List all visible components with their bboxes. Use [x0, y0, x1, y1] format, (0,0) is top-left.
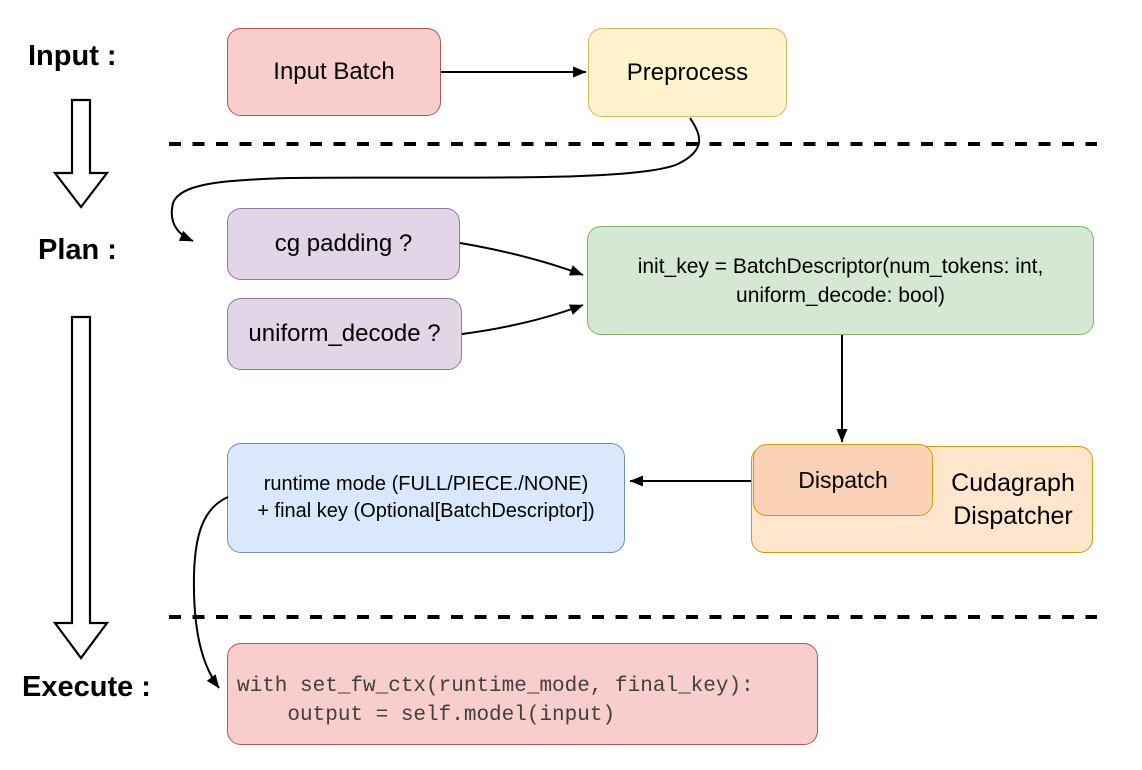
- node-uniform-decode: uniform_decode ?: [227, 298, 462, 370]
- node-runtime-mode-line1: runtime mode (FULL/PIECE./NONE): [263, 473, 589, 495]
- node-init-key: init_key = BatchDescriptor(num_tokens: i…: [587, 226, 1094, 335]
- execute-code-line1: with set_fw_ctx(runtime_mode, final_key)…: [237, 675, 754, 698]
- arrow-runtime-mode-to-execute-code: [192, 496, 229, 689]
- block-down-arrow-icon-plan-to-execute: [52, 315, 110, 660]
- node-preprocess-label: Preprocess: [626, 58, 749, 86]
- node-input-batch-label: Input Batch: [273, 58, 395, 85]
- node-init-key-line2: uniform_decode: bool): [736, 283, 945, 307]
- node-dispatch-label: Dispatch: [798, 466, 888, 493]
- node-init-key-line1: init_key = BatchDescriptor(num_tokens: i…: [637, 254, 1044, 278]
- node-execute-code: with set_fw_ctx(runtime_mode, final_key)…: [227, 643, 818, 745]
- stage-label-plan: Plan :: [38, 234, 117, 266]
- stage-label-input: Input :: [28, 40, 117, 72]
- node-cg-padding-label: cg padding ?: [274, 230, 413, 257]
- node-runtime-mode: runtime mode (FULL/PIECE./NONE) + final …: [227, 443, 625, 553]
- node-input-batch: Input Batch: [227, 28, 441, 116]
- node-runtime-mode-line2: + final key (Optional[BatchDescriptor]): [257, 500, 595, 522]
- node-uniform-decode-label: uniform_decode ?: [248, 320, 441, 347]
- node-dispatch: Dispatch: [753, 444, 933, 516]
- stage-label-execute: Execute :: [22, 671, 151, 703]
- node-cudagraph-dispatcher-line1: Cudagraph: [951, 468, 1075, 497]
- block-down-arrow-icon-input-to-plan: [52, 98, 110, 209]
- node-cudagraph-dispatcher-text: Cudagraph Dispatcher: [940, 447, 1086, 552]
- arrow-uniform-decode-to-init-key: [461, 304, 584, 335]
- node-cudagraph-dispatcher-line2: Dispatcher: [953, 501, 1073, 530]
- node-preprocess: Preprocess: [588, 28, 787, 117]
- arrow-cg-padding-to-init-key: [459, 242, 584, 276]
- execute-code-line2: output = self.model(input): [237, 704, 616, 727]
- node-cg-padding: cg padding ?: [227, 208, 460, 280]
